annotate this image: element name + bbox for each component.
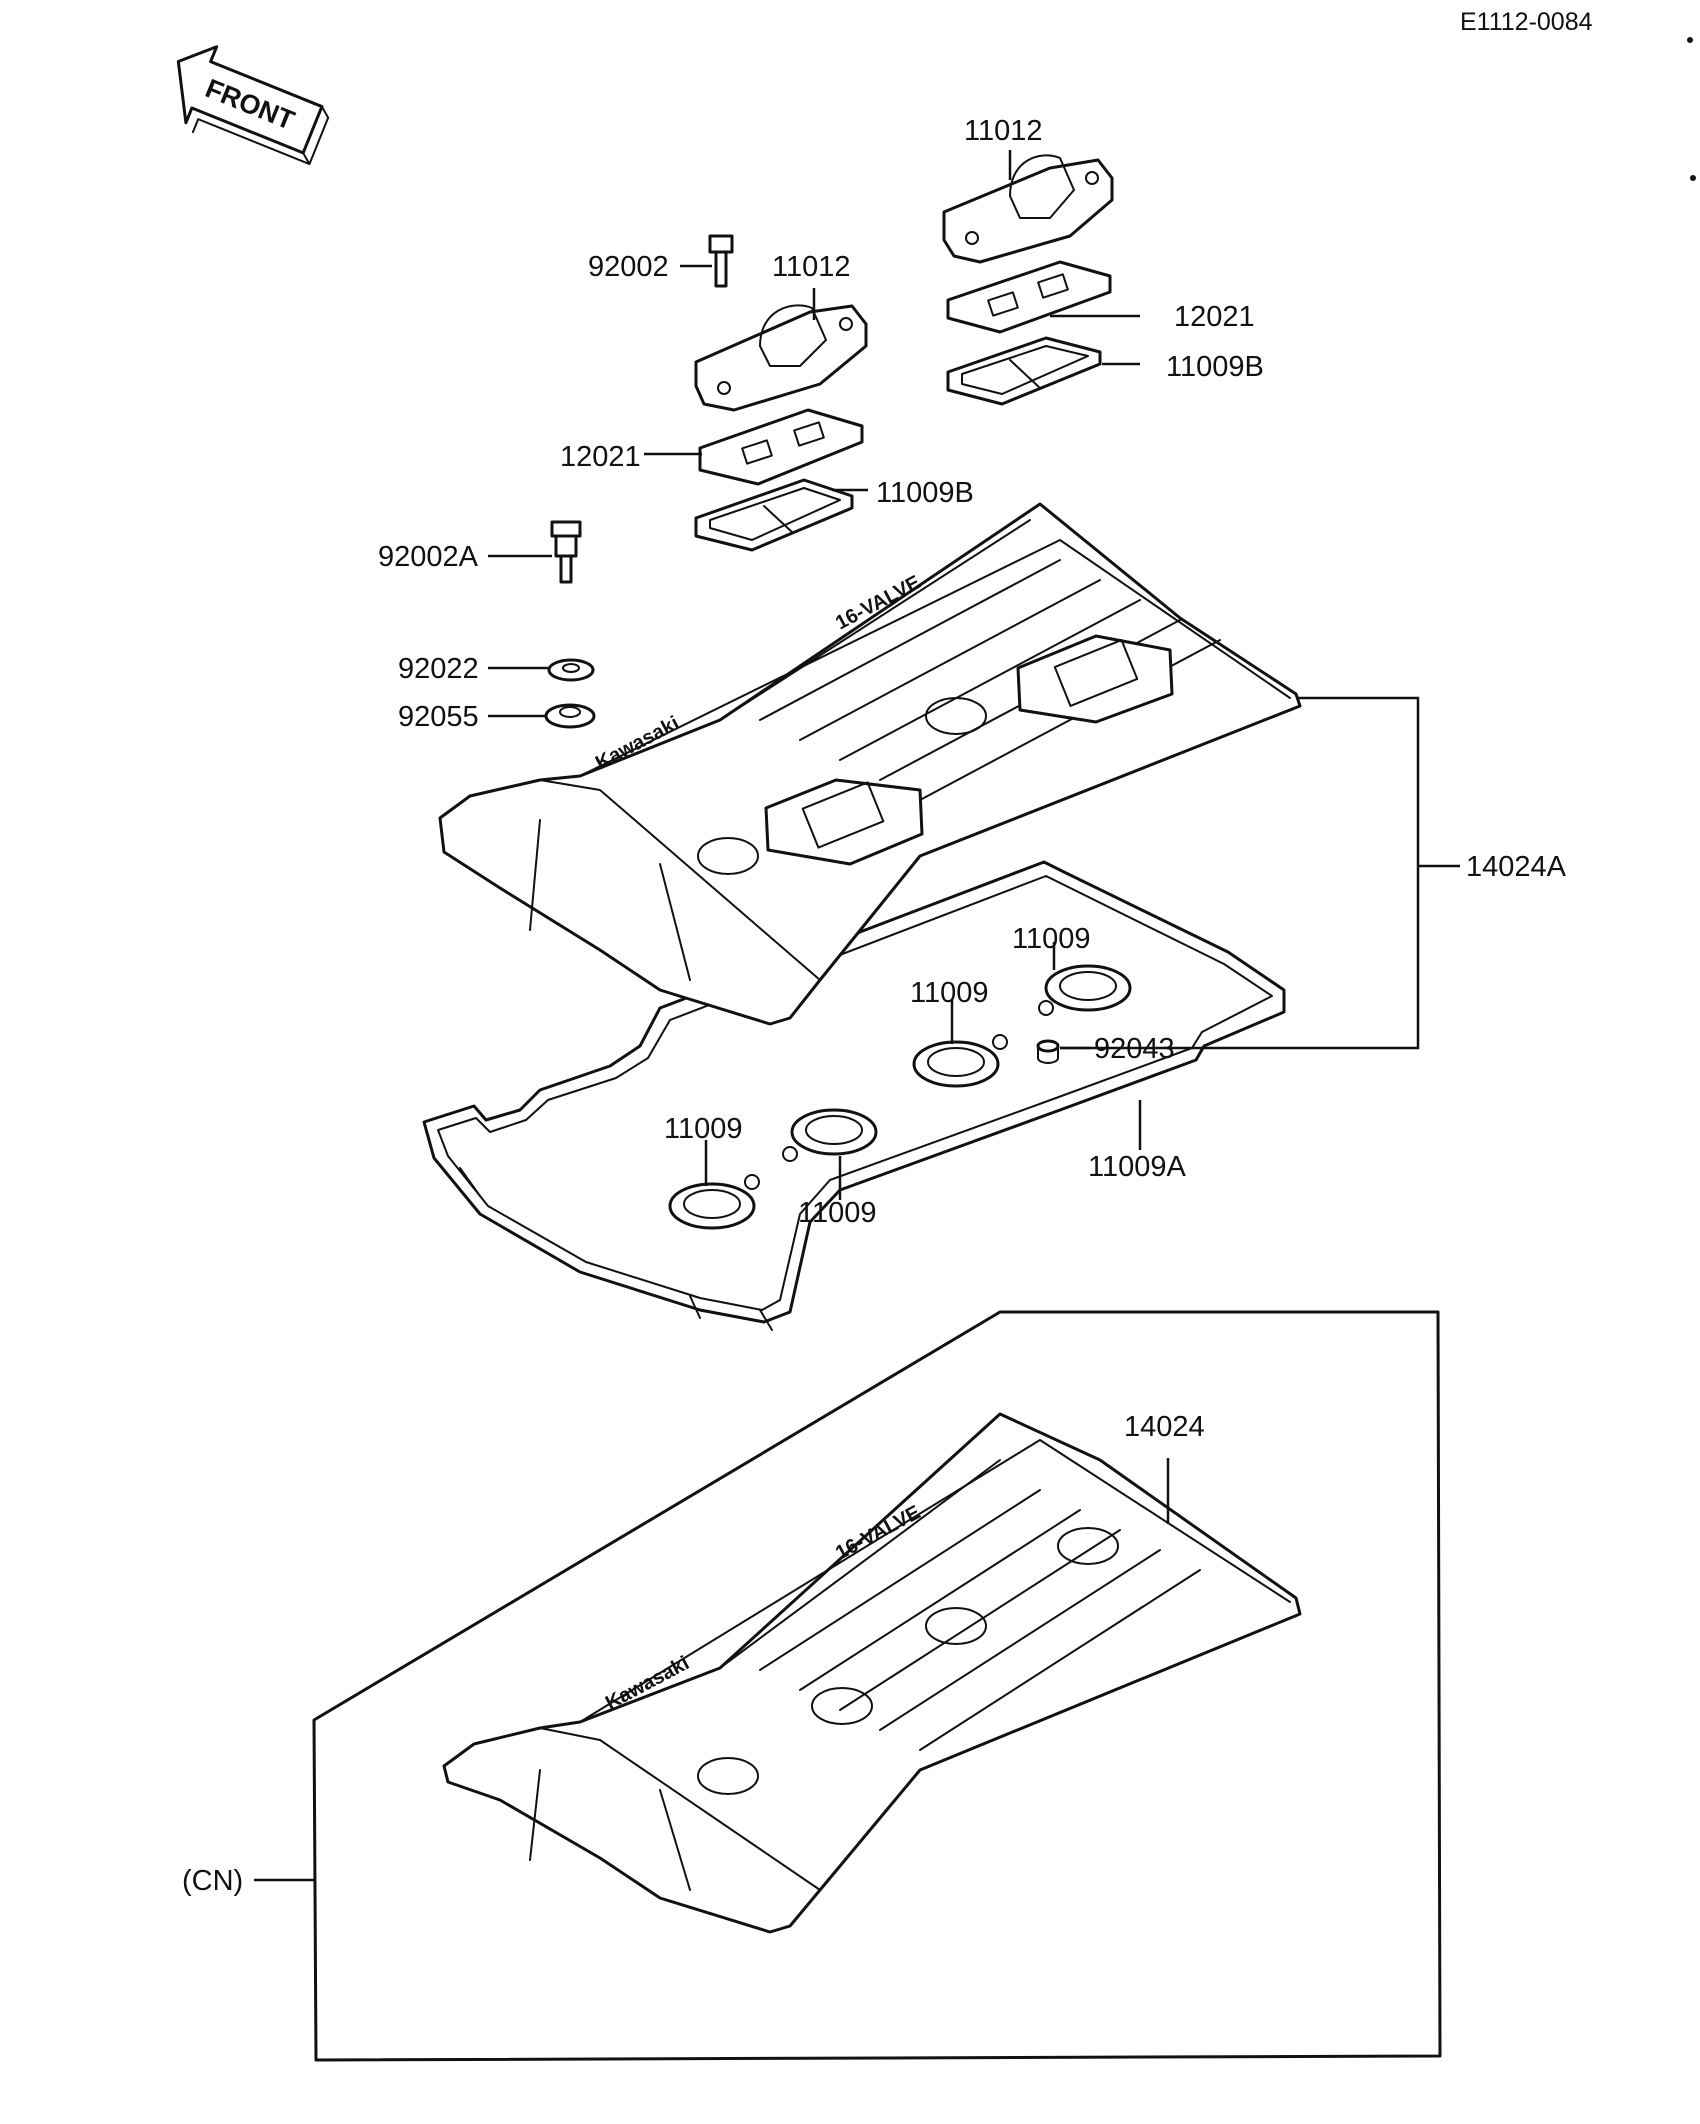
part-label-14024A: 14024A: [1466, 851, 1567, 883]
head-cover-gasket-11009A: [422, 860, 1286, 1331]
part-label-11012: 11012: [964, 115, 1043, 147]
gasket-right: [946, 336, 1102, 406]
washer-92022: [547, 658, 595, 682]
reference-number: E1112-0084: [1460, 8, 1593, 36]
part-label-92055: 92055: [398, 701, 479, 733]
plug-hole-seal: [1038, 964, 1132, 1016]
scan-dot: [1690, 175, 1696, 181]
leader-lines: [254, 150, 1460, 1882]
plug-hole-seal: [668, 1174, 760, 1230]
part-label-11009A: 11009A: [1088, 1151, 1186, 1183]
part-label-11009B: 11009B: [1166, 351, 1264, 383]
bolt-92002A: [550, 520, 582, 584]
front-arrow-icon: FRONT: [176, 45, 330, 166]
part-label-11012: 11012: [772, 251, 851, 283]
part-label-12021: 12021: [1174, 301, 1255, 333]
part-label-11009: 11009: [798, 1197, 877, 1229]
part-label-92002A: 92002A: [378, 541, 479, 573]
breather-cover-right: [942, 154, 1114, 264]
head-cover-14024: Kawasaki 16-VALVE: [442, 1412, 1302, 1934]
cn-bounding-box: [312, 1310, 1442, 2062]
part-label-92043: 92043: [1094, 1033, 1175, 1065]
plug-hole-seal: [912, 1034, 1008, 1088]
cn-label: (CN): [182, 1865, 243, 1897]
part-label-92002: 92002: [588, 251, 669, 283]
reed-plate-left: [698, 408, 864, 486]
part-label-11009: 11009: [1012, 923, 1091, 955]
dowel-92043: [1036, 1039, 1060, 1064]
breather-cover-left: [694, 304, 868, 412]
part-label-12021: 12021: [560, 441, 641, 473]
scan-dot: [1687, 37, 1693, 43]
gasket-left: [694, 478, 854, 552]
head-cover-14024A: Kawasaki 16-VALVE: [438, 502, 1302, 1026]
reed-plate-right: [946, 260, 1112, 334]
plug-hole-seal: [782, 1108, 878, 1162]
bolt-92002: [708, 234, 734, 288]
part-label-14024: 14024: [1124, 1411, 1205, 1443]
part-label-11009: 11009: [664, 1113, 743, 1145]
grommet-92055: [544, 703, 596, 729]
part-label-11009B: 11009B: [876, 477, 974, 509]
part-label-11009: 11009: [910, 977, 989, 1009]
part-label-92022: 92022: [398, 653, 479, 685]
